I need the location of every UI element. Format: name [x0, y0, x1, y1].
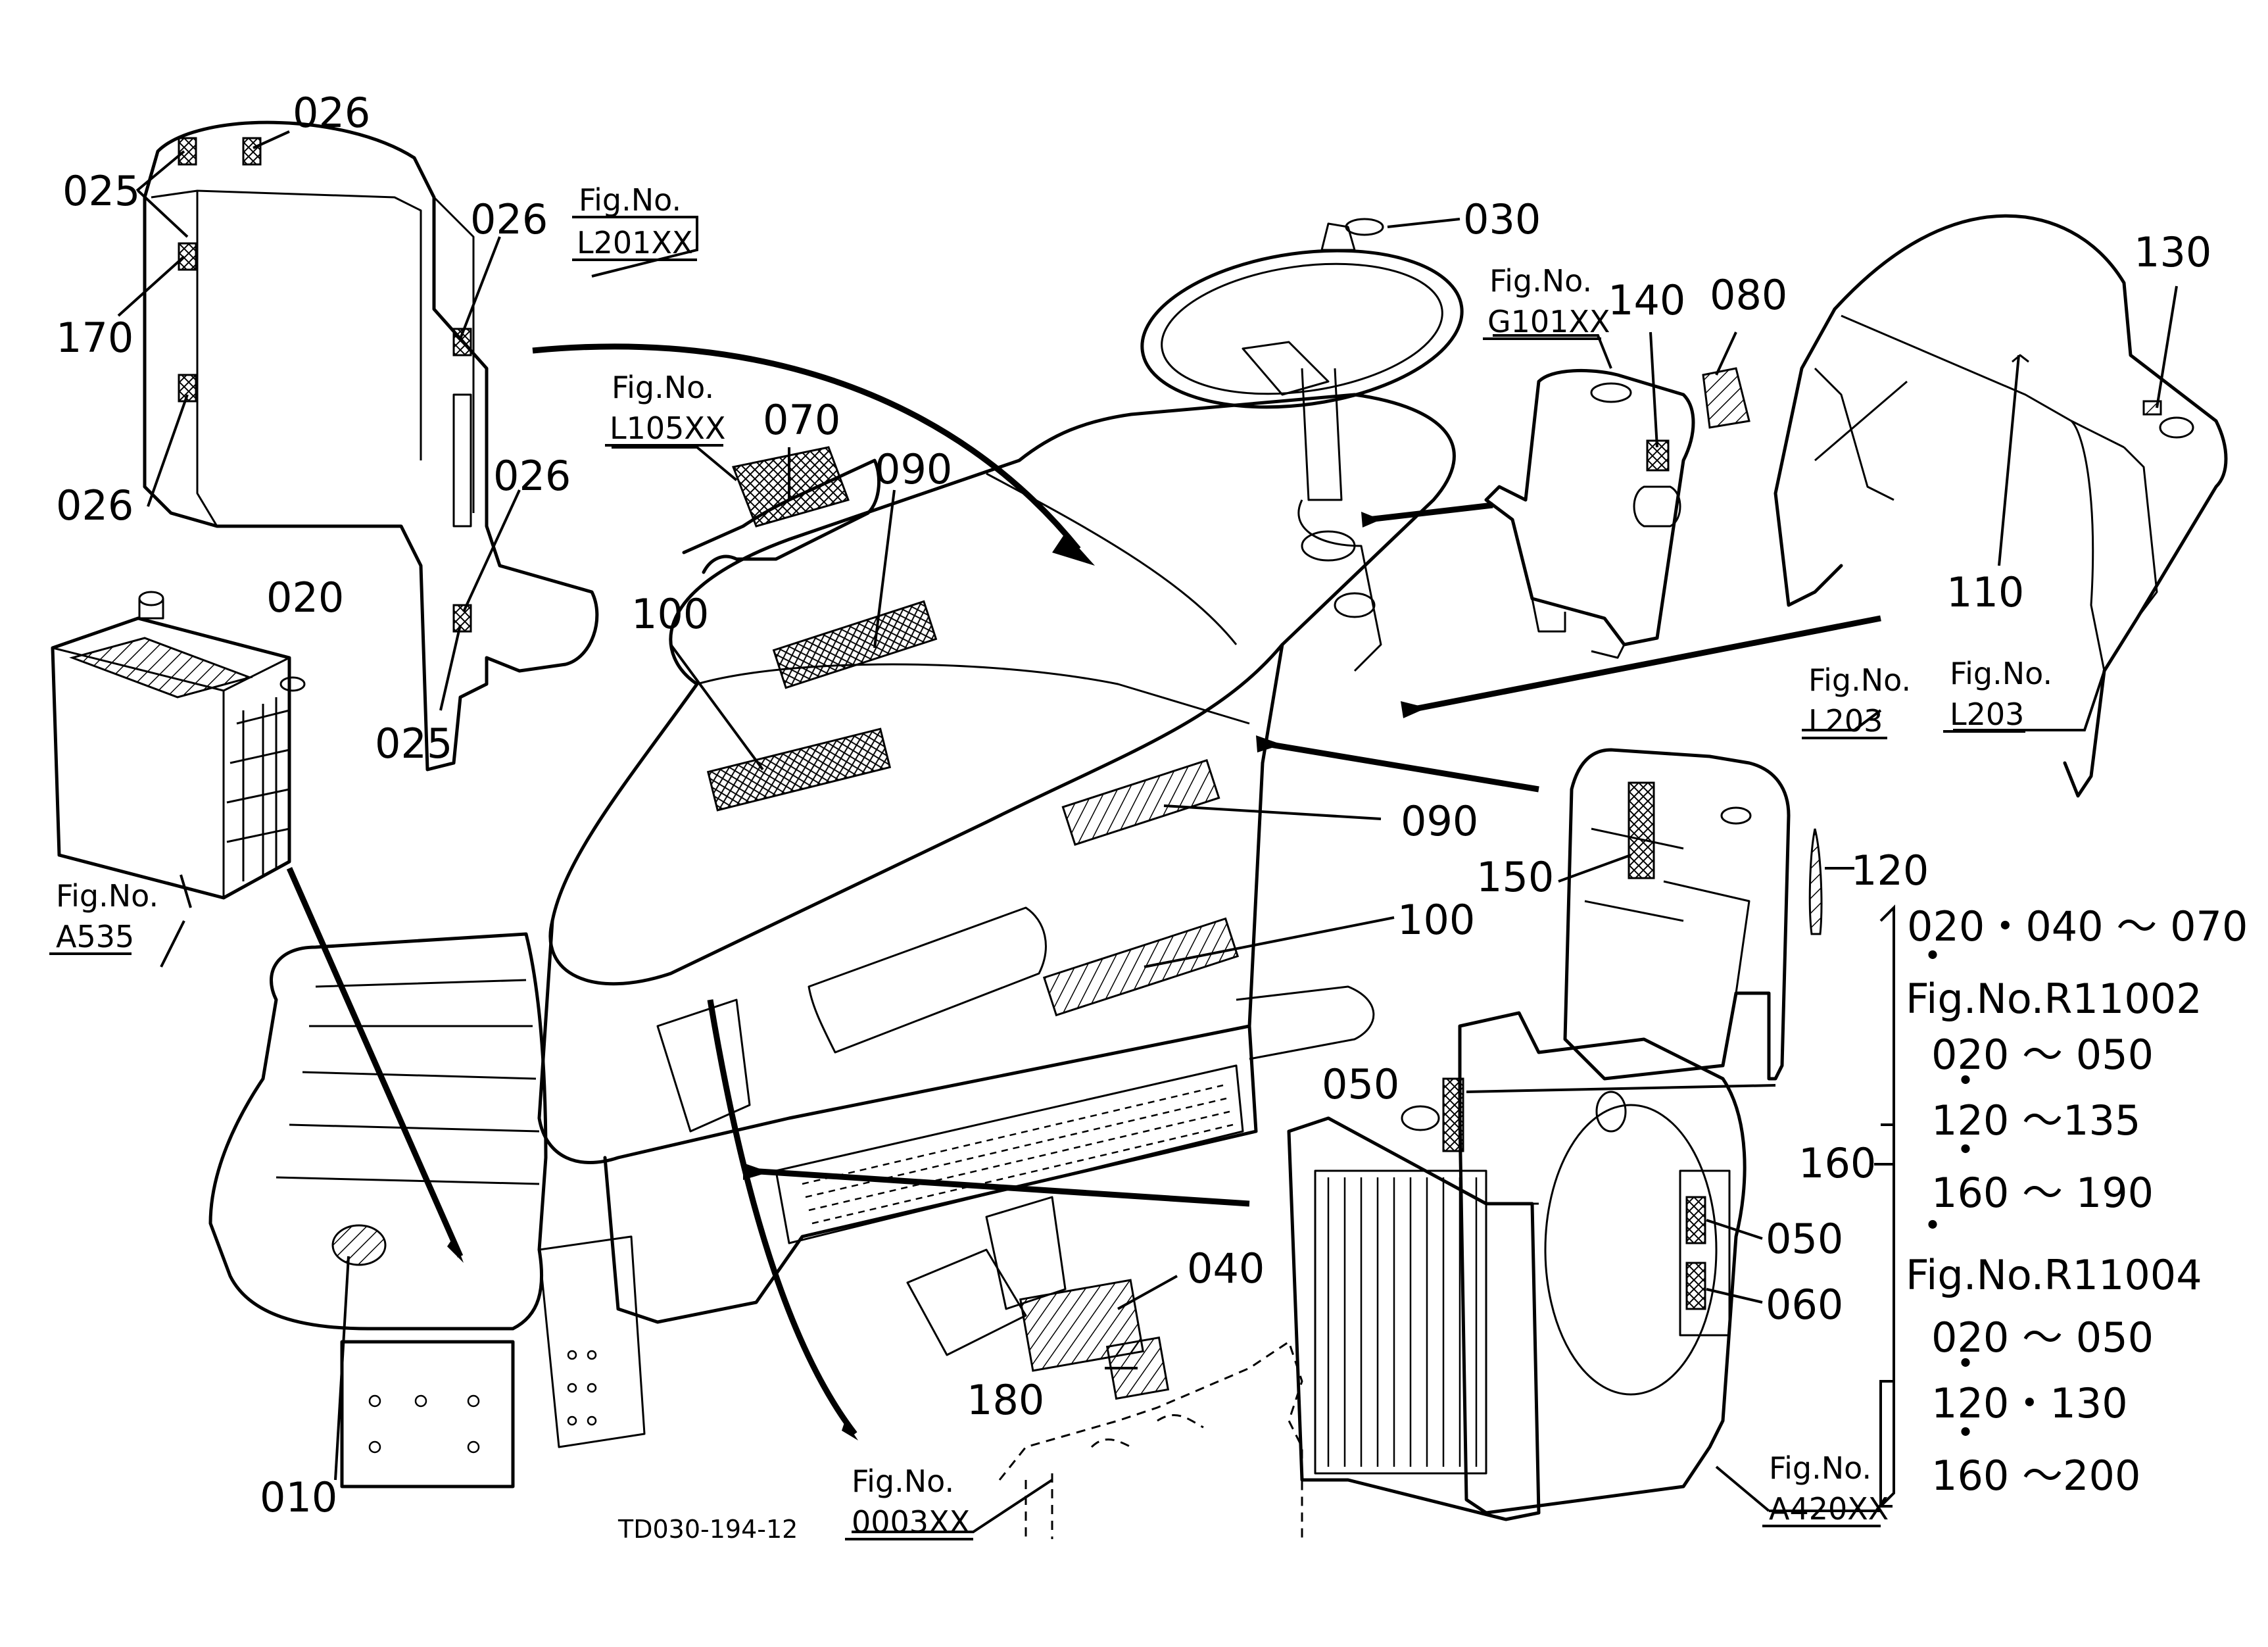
fig-ref-l203-side: Fig.No. L203 — [1802, 662, 1911, 739]
seq-dot-5: ・ — [1945, 1340, 1986, 1388]
callout-150: 150 — [1476, 853, 1554, 901]
callout-130: 130 — [2134, 228, 2211, 276]
callout-100-side: 100 — [1397, 896, 1475, 944]
callout-090-side: 090 — [1401, 797, 1478, 845]
svg-text:L201XX: L201XX — [577, 225, 692, 260]
decal-080 — [1702, 367, 1750, 429]
callout-050-left: 050 — [1322, 1060, 1399, 1108]
svg-text:L203: L203 — [1950, 697, 2024, 732]
decal-100-top — [706, 727, 892, 812]
fig-ref-g101xx: Fig.No. G101XX — [1483, 263, 1610, 340]
side-panel-piece — [1563, 748, 1823, 1081]
svg-text:Fig.No.: Fig.No. — [612, 370, 714, 405]
decal-110-area — [2012, 354, 2029, 363]
seq-dot-4: ・ — [1912, 1202, 1953, 1250]
svg-text:G101XX: G101XX — [1487, 304, 1610, 339]
callout-030: 030 — [1463, 195, 1541, 243]
callout-090-top: 090 — [875, 445, 952, 493]
svg-text:Fig.No.: Fig.No. — [56, 878, 158, 914]
instrument-cover-piece — [143, 120, 599, 772]
drawing-code: TD030-194-12 — [617, 1515, 798, 1544]
decal-120 — [1808, 828, 1823, 935]
decal-090-top — [772, 600, 938, 689]
serial-range-list: 020・040 ～ 070 ・ Fig.No.R11002 020 ～ 050 … — [1906, 902, 2248, 1500]
seq-line-2: Fig.No.R11002 — [1906, 975, 2202, 1023]
horn-cap-icon — [1345, 218, 1384, 236]
fig-ref-l201xx: Fig.No. L201XX — [572, 182, 697, 261]
svg-text:Fig.No.: Fig.No. — [579, 182, 681, 218]
callout-060: 060 — [1766, 1281, 1843, 1329]
callout-160: 160 — [1798, 1139, 1876, 1187]
seq-line-8: 120・130 — [1931, 1379, 2128, 1427]
decal-050b-area — [1685, 1196, 1706, 1244]
callout-180: 180 — [967, 1376, 1044, 1424]
seq-dot-1: ・ — [1912, 932, 1953, 980]
decal-100-side — [1042, 917, 1240, 1017]
callout-025-bottom: 025 — [375, 720, 452, 768]
callout-070: 070 — [763, 396, 840, 444]
front-emblem-icon — [331, 1224, 387, 1266]
fig-ref-l105xx: Fig.No. L105XX — [605, 370, 725, 447]
seq-dot-3: ・ — [1945, 1126, 1986, 1174]
callout-050-right: 050 — [1766, 1215, 1843, 1263]
callout-110: 110 — [1946, 568, 2024, 616]
svg-text:Fig.No.: Fig.No. — [1950, 656, 2052, 691]
seq-dot-2: ・ — [1945, 1057, 1986, 1105]
svg-text:L105XX: L105XX — [610, 410, 725, 446]
callout-120: 120 — [1851, 847, 1929, 895]
seq-line-7: 020 ～ 050 — [1931, 1314, 2154, 1362]
steering-wheel-icon — [1140, 218, 1464, 672]
decal-060-area — [1685, 1262, 1706, 1310]
radiator-icon — [1287, 1011, 1747, 1521]
radiator-core-lines — [1327, 1177, 1478, 1467]
battery-icon — [51, 591, 306, 900]
decal-020-area — [69, 637, 253, 699]
callout-026-top: 026 — [293, 89, 370, 137]
callout-100-top: 100 — [631, 590, 709, 638]
svg-text:Fig.No.: Fig.No. — [852, 1463, 954, 1499]
figure-references: Fig.No. L201XX Fig.No. L105XX Fig.No. G1… — [49, 182, 2052, 1540]
callout-040: 040 — [1187, 1244, 1265, 1292]
callout-025-top: 025 — [62, 167, 140, 215]
decal-070-area — [731, 446, 850, 528]
callout-026-lower-right: 026 — [493, 452, 571, 500]
callout-140: 140 — [1608, 276, 1685, 324]
leader-lines — [117, 130, 2178, 1533]
svg-text:0003XX: 0003XX — [852, 1504, 970, 1540]
callout-080: 080 — [1710, 271, 1787, 319]
svg-text:Fig.No.: Fig.No. — [1489, 263, 1592, 299]
seq-line-3: 020 ～ 050 — [1931, 1031, 2154, 1079]
decal-150-area — [1628, 781, 1655, 879]
side-perforation-pattern — [802, 1084, 1234, 1225]
callout-010: 010 — [260, 1473, 337, 1521]
svg-text:Fig.No.: Fig.No. — [1808, 662, 1911, 698]
seq-line-5: 160 ～ 190 — [1931, 1169, 2154, 1217]
fig-ref-0003xx: Fig.No. 0003XX — [845, 1463, 973, 1540]
seq-line-6: Fig.No.R11004 — [1906, 1251, 2202, 1299]
seq-line-9: 160 ～200 — [1931, 1452, 2140, 1500]
svg-text:Fig.No.: Fig.No. — [1769, 1450, 1871, 1486]
svg-text:A535: A535 — [56, 919, 134, 954]
assembly-arrows — [286, 343, 1881, 1440]
dash-cover-piece — [1484, 367, 1750, 659]
fig-ref-l203-fender: Fig.No. L203 — [1943, 656, 2052, 733]
svg-text:L203: L203 — [1808, 703, 1883, 739]
svg-text:A420XX: A420XX — [1769, 1491, 1889, 1527]
seq-line-1: 020・040 ～ 070 — [1907, 902, 2248, 950]
tractor-body-icon — [208, 393, 1456, 1488]
fig-ref-a535: Fig.No. A535 — [49, 878, 158, 955]
decal-090-side — [1061, 759, 1220, 846]
callout-026-upper-right: 026 — [470, 195, 548, 243]
fig-ref-a420xx: Fig.No. A420XX — [1762, 1450, 1889, 1527]
callout-020: 020 — [266, 574, 344, 622]
seq-line-4: 120 ～135 — [1931, 1096, 2140, 1144]
callout-labels: 010 020 025 025 026 026 026 026 030 040 … — [56, 89, 2211, 1521]
seq-dot-6: ・ — [1945, 1409, 1986, 1457]
callout-170: 170 — [56, 314, 133, 362]
decal-050a-area — [1442, 1077, 1464, 1152]
callout-026-left: 026 — [56, 481, 133, 529]
rear-cover-piece — [682, 446, 881, 574]
